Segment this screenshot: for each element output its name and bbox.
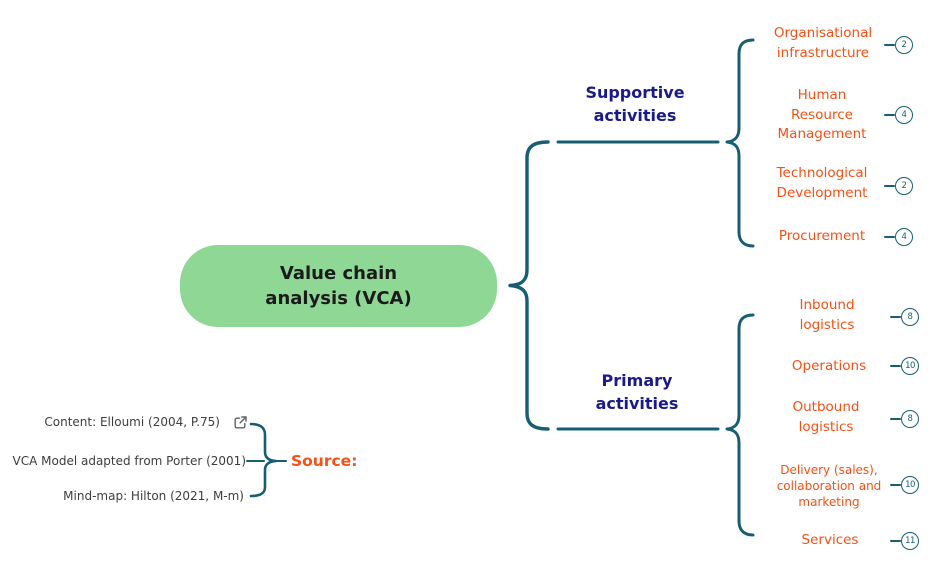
count-badge[interactable]: 11: [901, 532, 919, 550]
source-brace: [249, 422, 278, 498]
count-badge[interactable]: 10: [901, 357, 919, 375]
topic-organisational-infrastructure[interactable]: Organisational infrastructure: [773, 25, 873, 61]
count-badge[interactable]: 8: [901, 308, 919, 326]
supportive-brace: [725, 38, 755, 248]
topic-services[interactable]: Services: [801, 532, 859, 548]
count-badge[interactable]: 4: [895, 228, 913, 246]
count-badge[interactable]: 2: [895, 177, 913, 195]
root-node-label: Value chain analysis (VCA): [265, 263, 412, 309]
primary-brace: [725, 313, 755, 537]
source-item-mindmap: Mind-map: Hilton (2021, M-m): [63, 489, 244, 503]
branch-supportive-activities[interactable]: Supportive activities: [585, 83, 685, 125]
topic-human-resource-management[interactable]: Human Resource Management: [777, 87, 867, 142]
topic-inbound-logistics[interactable]: Inbound logistics: [799, 297, 855, 333]
topic-outbound-logistics[interactable]: Outbound logistics: [792, 399, 860, 435]
source-item-content: Content: Elloumi (2004, P.75): [44, 415, 220, 429]
source-item-vca-model: VCA Model adapted from Porter (2001): [12, 454, 246, 468]
external-link-icon[interactable]: [233, 415, 248, 430]
count-badge[interactable]: 8: [901, 410, 919, 428]
count-badge[interactable]: 4: [895, 106, 913, 124]
count-badge[interactable]: 10: [901, 476, 919, 494]
topic-procurement[interactable]: Procurement: [778, 228, 866, 244]
count-badge[interactable]: 2: [895, 36, 913, 54]
topic-operations[interactable]: Operations: [791, 358, 867, 374]
topic-delivery-collaboration-marketing[interactable]: Delivery (sales), collaboration and mark…: [776, 463, 882, 509]
root-node-vca[interactable]: Value chain analysis (VCA): [180, 245, 497, 327]
topic-technological-development[interactable]: Technological Development: [776, 165, 868, 201]
level1-brace: [508, 140, 550, 431]
source-label: Source:: [291, 452, 358, 470]
branch-primary-activities[interactable]: Primary activities: [595, 371, 679, 413]
